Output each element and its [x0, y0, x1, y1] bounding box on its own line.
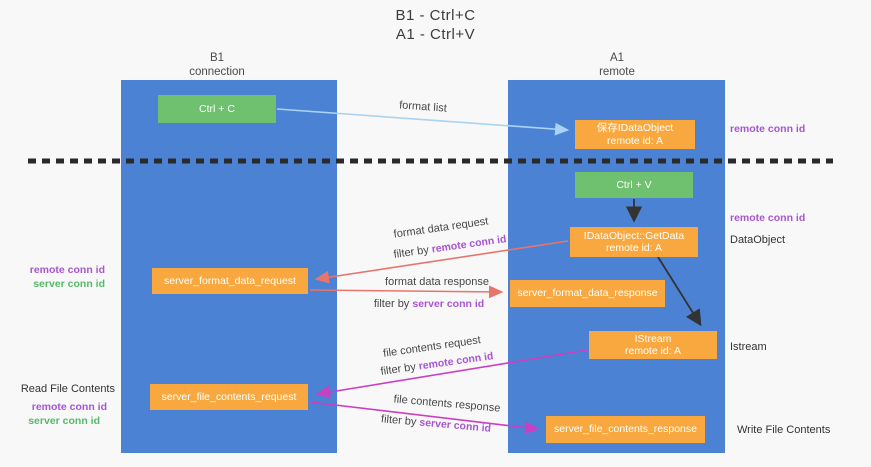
ctrl-v-box: Ctrl + V: [575, 172, 693, 198]
lifeline-a1-name: A1: [609, 52, 625, 64]
server-conn-id-key: server conn id: [418, 416, 492, 435]
ctrl-c-box: Ctrl + C: [158, 95, 276, 123]
diagram-title-line2: A1 - Ctrl+V: [395, 26, 476, 43]
getdata-line1: IDataObject::GetData: [583, 229, 685, 242]
server-file-contents-response-box: server_file_contents_response: [546, 416, 705, 443]
lifeline-header-b1: B1 connection: [147, 51, 287, 79]
save-dataobject-line1: 保存IDataObject: [596, 122, 674, 134]
istream-line2: remote id: A: [624, 345, 682, 357]
filter-by-text: filter by: [379, 360, 420, 378]
right-remote-conn-id-mid: remote conn id: [730, 212, 806, 224]
server-file-contents-request-label: server_file_contents_request: [161, 390, 297, 403]
filter-by-text: filter by: [392, 243, 433, 261]
save-dataobject-line2: remote id: A: [606, 134, 664, 147]
istream-line1: IStream: [634, 332, 672, 345]
server-format-data-response-label: server_format_data_response: [517, 287, 658, 300]
server-format-data-request-box: server_format_data_request: [152, 268, 308, 294]
format-data-response-filter: filter by server conn id: [374, 298, 484, 310]
lifeline-b1-role: connection: [189, 66, 245, 78]
server-file-contents-request-box: server_file_contents_request: [150, 384, 308, 410]
write-file-contents-annotation: Write File Contents: [737, 424, 831, 436]
file-contents-response-label: file contents response: [393, 393, 501, 415]
left-remote-conn-id-2: remote conn id: [31, 401, 107, 413]
diagram-title-line1: B1 - Ctrl+C: [395, 7, 476, 24]
server-format-data-request-label: server_format_data_request: [164, 274, 296, 287]
lifeline-a1-role: remote: [599, 66, 635, 78]
save-dataobject-box: 保存IDataObject remote id: A: [575, 120, 695, 149]
dataobject-annotation: DataObject: [730, 234, 786, 246]
arrow-format-data-response: [309, 285, 504, 299]
server-file-contents-response-label: server_file_contents_response: [553, 423, 697, 436]
getdata-box: IDataObject::GetData remote id: A: [570, 227, 698, 257]
istream-box: IStream remote id: A: [589, 331, 717, 359]
ctrl-v-label: Ctrl + V: [616, 178, 652, 191]
left-server-conn-id-1: server conn id: [33, 278, 105, 290]
left-server-conn-id-2: server conn id: [28, 415, 100, 427]
getdata-line2: remote id: A: [605, 242, 663, 254]
server-conn-id-key: server conn id: [412, 298, 485, 310]
ctrl-c-label: Ctrl + C: [199, 102, 235, 115]
left-remote-conn-id-1: remote conn id: [29, 264, 105, 276]
file-contents-response-filter: filter by server conn id: [381, 413, 492, 435]
filter-by-text: filter by: [380, 413, 420, 429]
lifeline-b1-name: B1: [209, 52, 225, 64]
remote-conn-id-key: remote conn id: [430, 233, 508, 256]
format-list-label: format list: [398, 99, 448, 115]
server-format-data-response-box: server_format_data_response: [510, 280, 665, 307]
right-remote-conn-id-top: remote conn id: [730, 123, 806, 135]
read-file-contents-annotation: Read File Contents: [20, 383, 115, 395]
format-data-response-label: format data response: [385, 276, 489, 288]
lifeline-header-a1: A1 remote: [547, 51, 687, 79]
istream-annotation: Istream: [730, 341, 767, 353]
remote-conn-id-key: remote conn id: [417, 350, 495, 373]
filter-by-text: filter by: [373, 298, 413, 310]
